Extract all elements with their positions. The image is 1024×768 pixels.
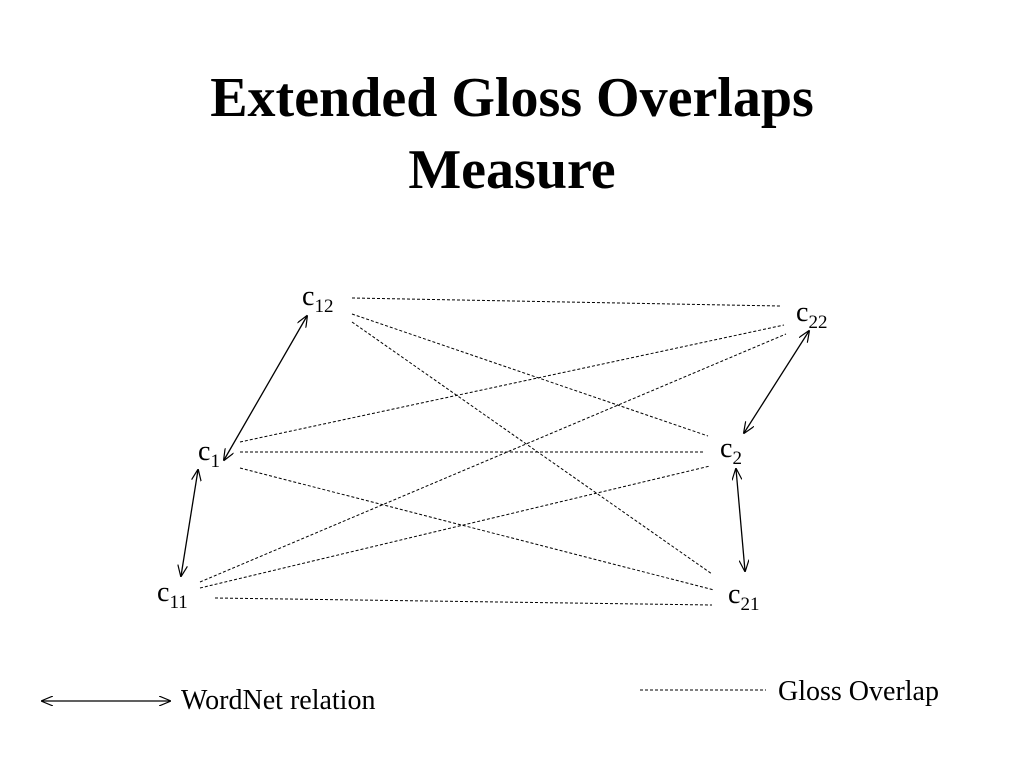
node-c12: c12 <box>302 281 334 317</box>
wordnet-relation-c1-c11 <box>181 470 198 576</box>
wordnet-relation-c2-c21 <box>736 469 745 571</box>
node-c11: c11 <box>157 577 188 613</box>
legend-wordnet-label: WordNet relation <box>181 685 376 716</box>
node-c1: c1 <box>198 436 220 472</box>
gloss-overlap-c11-c21 <box>214 597 713 606</box>
wordnet-relation-c22-c2 <box>744 331 809 433</box>
gloss-overlap-c1-c21 <box>239 467 715 591</box>
wordnet-relation-c12-c1 <box>224 316 307 460</box>
gloss-overlap-c11-c2 <box>199 465 711 589</box>
title-line-2: Measure <box>408 139 616 201</box>
gloss-overlap-c1-c22 <box>239 324 785 443</box>
gloss-overlap-edges <box>199 297 787 606</box>
node-c21: c21 <box>728 579 760 615</box>
title-line-1: Extended Gloss Overlaps <box>210 67 814 129</box>
gloss-overlap-c12-c22 <box>351 297 781 307</box>
gloss-overlap-c12-c21 <box>351 321 713 575</box>
node-c2: c2 <box>720 433 742 469</box>
gloss-overlap-c11-c22 <box>199 333 787 583</box>
legend-gloss-label: Gloss Overlap <box>778 676 939 707</box>
node-c22: c22 <box>796 297 828 333</box>
slide-title: Extended Gloss Overlaps Measure <box>0 62 1024 206</box>
wordnet-relation-edges <box>181 316 809 576</box>
gloss-overlap-c12-c2 <box>351 313 709 437</box>
